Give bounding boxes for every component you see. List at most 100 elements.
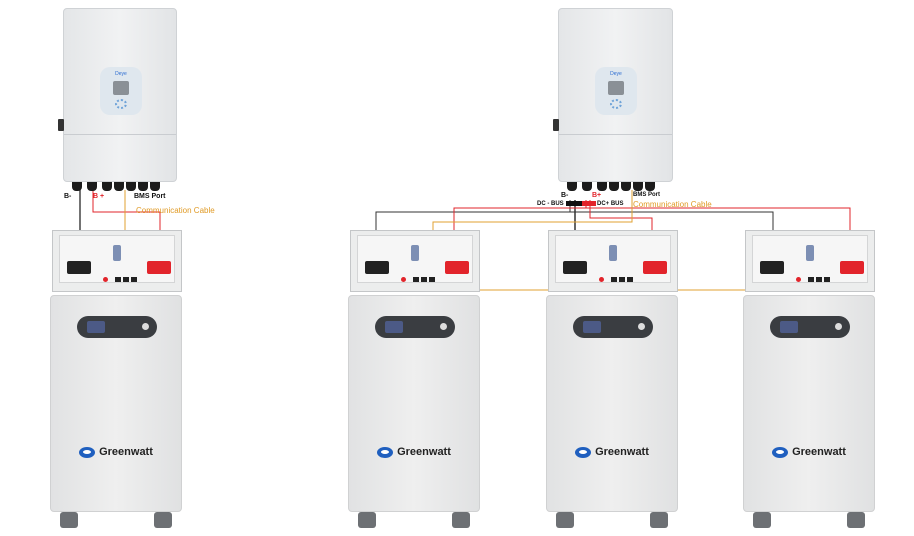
status-led (599, 277, 604, 282)
negative-terminal (563, 261, 587, 274)
positive-terminal (840, 261, 864, 274)
brand-logo: Greenwatt (744, 446, 874, 458)
cable-gland (597, 182, 607, 191)
dc-minus-busbar (566, 201, 582, 206)
cable-glands (567, 182, 667, 192)
inverter-control-panel: Deye (595, 67, 637, 115)
comm-port (824, 277, 830, 282)
battery-screen (385, 321, 403, 333)
battery-tower: Greenwatt (743, 295, 875, 512)
cable-gland (567, 182, 577, 191)
comm-port (123, 277, 129, 282)
b-minus-label: B- (64, 193, 72, 200)
status-led (796, 277, 801, 282)
cable-gland (87, 182, 97, 191)
status-led (103, 277, 108, 282)
breaker-switch[interactable] (411, 245, 419, 261)
inverter-buttons-icon (610, 99, 622, 109)
battery-screen (583, 321, 601, 333)
brand-logo: Greenwatt (547, 446, 677, 458)
cable-gland (582, 182, 592, 191)
battery-bms-module (52, 230, 182, 292)
cable-glands (72, 182, 172, 192)
wheel-icon (556, 512, 574, 528)
comm-port (627, 277, 633, 282)
inverter-logo: Deye (610, 71, 622, 77)
negative-terminal (365, 261, 389, 274)
power-button-icon[interactable] (638, 323, 645, 330)
comm-port (115, 277, 121, 282)
cable-gland (645, 182, 655, 191)
battery-bms-module (350, 230, 480, 292)
comm-port (131, 277, 137, 282)
wheel-icon (154, 512, 172, 528)
battery-display-panel (573, 316, 653, 338)
dc-switch-icon (553, 119, 559, 131)
wheel-icon (452, 512, 470, 528)
dc-plus-bus-label: DC+ BUS (597, 201, 624, 207)
battery-tower: Greenwatt (348, 295, 480, 512)
divider (559, 134, 672, 135)
dc-minus-bus-label: DC - BUS (537, 201, 564, 207)
battery-display-panel (77, 316, 157, 338)
cable-gland (72, 182, 82, 191)
brand-name: Greenwatt (595, 446, 649, 458)
inverter: Deye (58, 8, 177, 182)
brand-logo: Greenwatt (51, 446, 181, 458)
inverter-control-panel: Deye (100, 67, 142, 115)
battery-bms-module (548, 230, 678, 292)
cable-gland (102, 182, 112, 191)
wheel-icon (847, 512, 865, 528)
power-button-icon[interactable] (835, 323, 842, 330)
wheel-icon (358, 512, 376, 528)
cable-gland (621, 182, 631, 191)
greenwatt-logo-icon (79, 446, 96, 458)
divider (64, 134, 176, 135)
cable-gland (126, 182, 136, 191)
breaker-switch[interactable] (806, 245, 814, 261)
comm-port (619, 277, 625, 282)
communication-cable-label: Communication Cable (633, 200, 712, 209)
brand-name: Greenwatt (397, 446, 451, 458)
breaker-switch[interactable] (113, 245, 121, 261)
negative-terminal (760, 261, 784, 274)
power-button-icon[interactable] (440, 323, 447, 330)
comm-port (808, 277, 814, 282)
comm-port (816, 277, 822, 282)
communication-cable-label: Communication Cable (136, 206, 215, 215)
battery-display-panel (770, 316, 850, 338)
cable-gland (114, 182, 124, 191)
battery-bms-module (745, 230, 875, 292)
comm-port (611, 277, 617, 282)
cable-gland (138, 182, 148, 191)
positive-terminal (445, 261, 469, 274)
inverter-logo: Deye (115, 71, 127, 77)
brand-name: Greenwatt (792, 446, 846, 458)
wheel-icon (650, 512, 668, 528)
greenwatt-logo-icon (575, 446, 592, 458)
dc-switch-icon (58, 119, 64, 131)
negative-terminal (67, 261, 91, 274)
cable-gland (150, 182, 160, 191)
battery-display-panel (375, 316, 455, 338)
wheel-icon (753, 512, 771, 528)
battery-screen (780, 321, 798, 333)
brand-logo: Greenwatt (349, 446, 479, 458)
battery-screen (87, 321, 105, 333)
greenwatt-logo-icon (772, 446, 789, 458)
comm-port (421, 277, 427, 282)
wheel-icon (60, 512, 78, 528)
power-button-icon[interactable] (142, 323, 149, 330)
bms-port-label: BMS Port (633, 192, 660, 198)
positive-terminal (643, 261, 667, 274)
comm-port (429, 277, 435, 282)
cable-gland (609, 182, 619, 191)
inverter-display (608, 81, 624, 95)
positive-terminal (147, 261, 171, 274)
b-plus-label: B+ (592, 192, 602, 199)
battery-tower: Greenwatt (50, 295, 182, 512)
inverter: Deye (553, 8, 673, 182)
inverter-display (113, 81, 129, 95)
bms-port-label: BMS Port (134, 193, 166, 200)
breaker-switch[interactable] (609, 245, 617, 261)
